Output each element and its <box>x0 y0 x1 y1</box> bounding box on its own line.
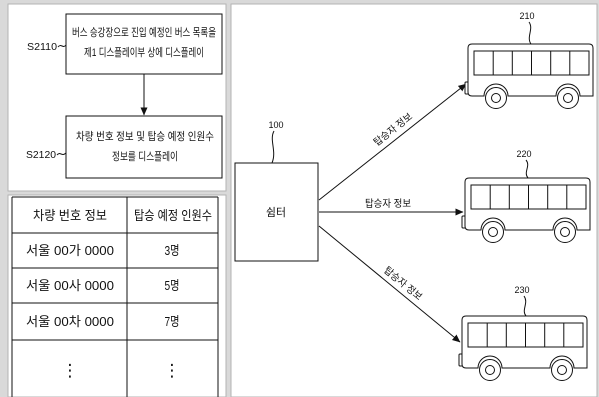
step-text-line-2: 정보를 디스플레이 <box>112 150 178 163</box>
table-cell-vehicle-number: 서울 00가 0000 <box>26 243 114 258</box>
flow-step-s2120: S2120 차량 번호 정보 및 탑승 예정 인원수 정보를 디스플레이 <box>26 115 223 179</box>
bus-230: 230 <box>458 285 588 381</box>
bus-ref-leader-line <box>525 159 529 179</box>
table-row: 서울 00가 0000 3명 <box>26 243 180 258</box>
vertical-ellipsis-icon: ⋮ <box>62 361 79 381</box>
bus-front-wheel <box>479 359 501 381</box>
bus-icon <box>461 177 591 243</box>
bus-ref-leader-line <box>528 21 532 45</box>
step-ref-leader-line <box>57 44 67 48</box>
bus-ref-label: 210 <box>519 11 534 21</box>
shelter-ref-label: 100 <box>268 120 283 130</box>
bus-front-wheel <box>485 87 507 109</box>
bus-window-dividers <box>489 185 568 209</box>
link-arrow <box>318 83 467 201</box>
step-box <box>65 115 223 179</box>
bus-ref-label: 230 <box>514 285 529 295</box>
bus-window-dividers <box>486 323 565 347</box>
bus-icon <box>458 315 588 381</box>
system-diagram: 100 쉼터 탑승자 정보 탑승자 정보 탑승자 정보 210 <box>234 11 594 381</box>
bus-icon <box>464 43 594 109</box>
link-to-bus-220: 탑승자 정보 <box>319 198 464 216</box>
table-cell-vehicle-number: 서울 00차 0000 <box>26 314 114 329</box>
bus-220: 220 <box>461 149 591 243</box>
table-cell-vehicle-number: 서울 00사 0000 <box>26 278 114 293</box>
bus-rear-wheel <box>551 359 573 381</box>
bus-front-wheel <box>482 221 504 243</box>
link-arrow <box>318 225 461 343</box>
bus-rear-wheel <box>557 87 579 109</box>
bus-window-dividers <box>492 51 571 75</box>
table-panel <box>7 194 227 397</box>
step-text-line-2: 제1 디스플레이부 상에 디스플레이 <box>84 46 204 59</box>
table-row-continuation: ⋮ ⋮ <box>62 361 181 381</box>
table-cell-passenger-count: 7명 <box>165 314 180 329</box>
shelter-box <box>234 162 319 262</box>
flowchart: S2110 버스 승강장으로 진입 예정인 버스 목록을 제1 디스플레이부 상… <box>26 13 223 179</box>
step-ref-label: S2120 <box>26 150 56 161</box>
step-ref-label: S2110 <box>27 42 57 53</box>
step-text-line-1: 버스 승강장으로 진입 예정인 버스 목록을 <box>72 26 216 39</box>
bus-ref-label: 220 <box>516 149 531 159</box>
shelter-label: 쉼터 <box>266 206 286 219</box>
table-row: 서울 00사 0000 5명 <box>26 278 180 293</box>
table-header-expected-passengers: 탑승 예정 인원수 <box>134 208 212 223</box>
vertical-ellipsis-icon: ⋮ <box>164 361 181 381</box>
bus-ref-leader-line <box>523 295 527 317</box>
bus-210: 210 <box>464 11 594 109</box>
table-grid <box>11 196 219 397</box>
step-ref-leader-line <box>56 152 67 156</box>
table-cell-passenger-count: 3명 <box>165 243 180 258</box>
shelter-ref-leader-line <box>271 130 275 164</box>
shelter: 100 쉼터 <box>234 120 319 262</box>
table-cell-passenger-count: 5명 <box>165 278 180 293</box>
link-label: 탑승자 정보 <box>365 198 411 210</box>
table-header-row: 차량 번호 정보 탑승 예정 인원수 <box>33 208 212 223</box>
step-box <box>65 13 223 75</box>
bus-info-table: 차량 번호 정보 탑승 예정 인원수 서울 00가 0000 3명 서울 00사… <box>11 196 219 397</box>
table-header-vehicle-number: 차량 번호 정보 <box>33 208 107 223</box>
table-row: 서울 00차 0000 7명 <box>26 314 180 329</box>
step-text-line-1: 차량 번호 정보 및 탑승 예정 인원수 <box>76 130 214 143</box>
bus-rear-wheel <box>554 221 576 243</box>
